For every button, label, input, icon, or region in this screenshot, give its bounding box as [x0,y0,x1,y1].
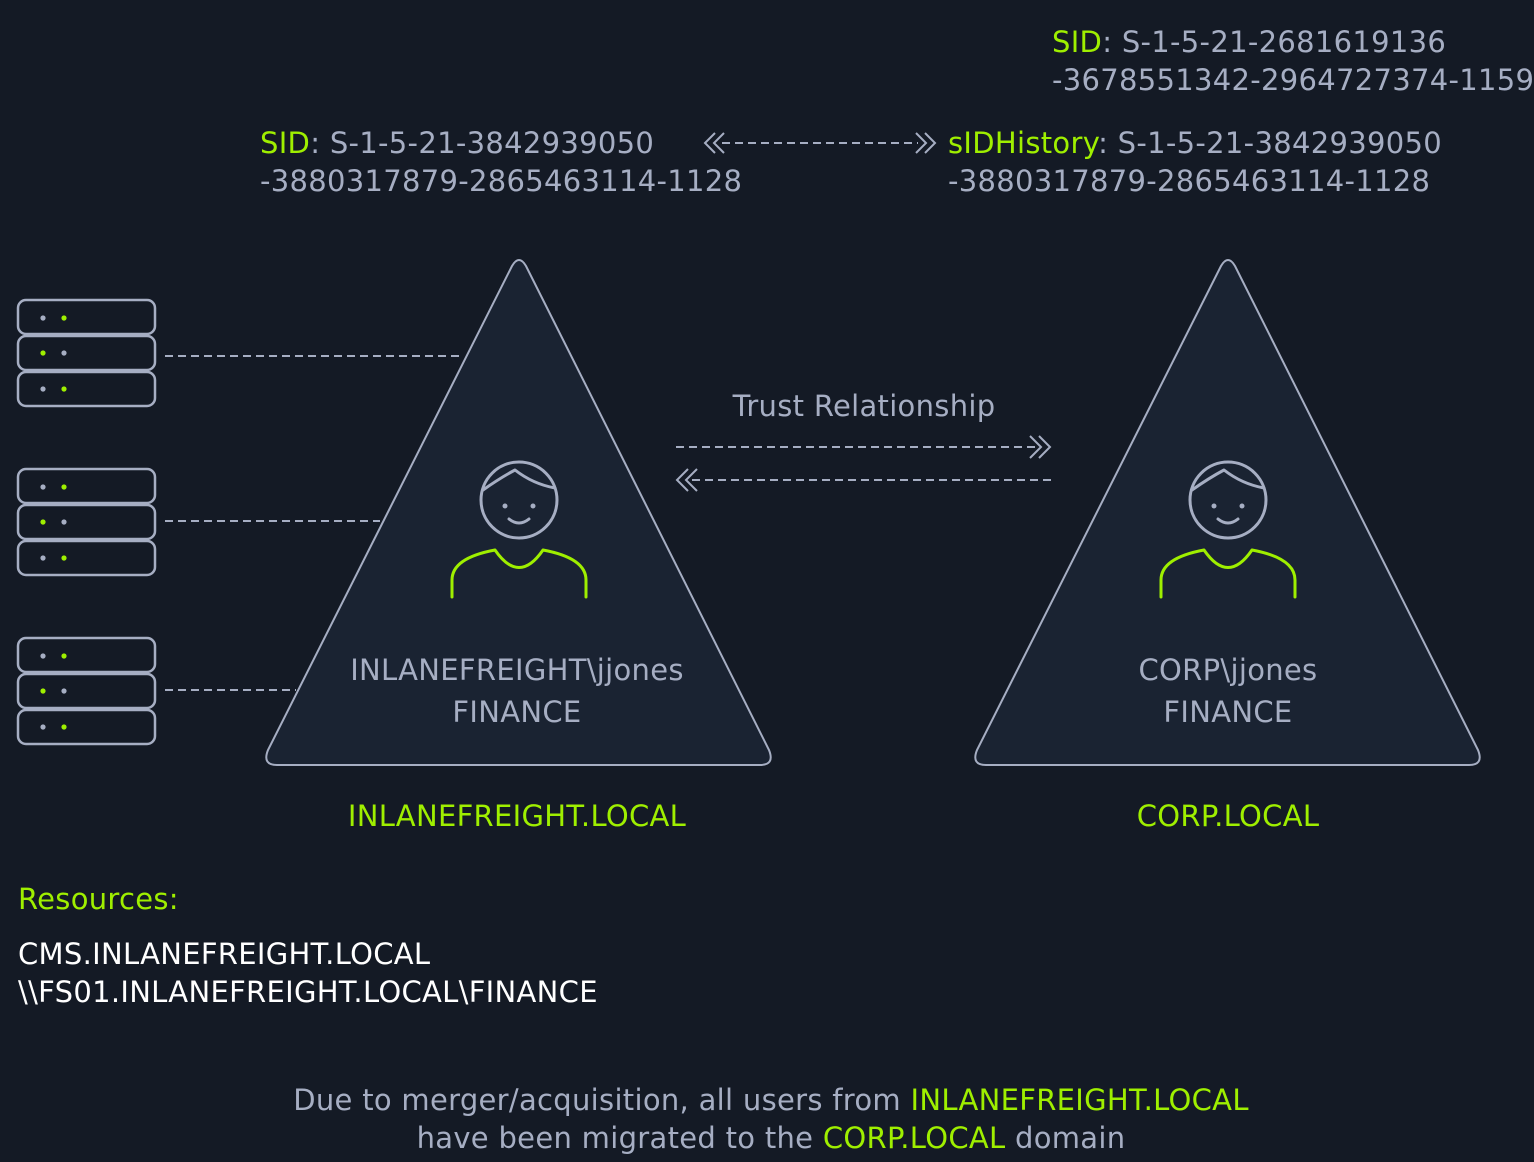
corp-domain-triangle [974,259,1481,766]
corp-user-label: CORP\jjones [1138,653,1318,687]
inlane-group-label: FINANCE [452,695,582,729]
server-stack-icon [16,467,157,577]
user-icon [1159,460,1297,599]
corp-sid-sep: : [1102,25,1113,59]
footer-line-2: have been migrated to the CORP.LOCAL dom… [0,1119,1534,1157]
sid-mapping-arrow-icon [703,132,937,154]
corp-sid-value-2: -3678551342-2964727374-1159 [1052,63,1534,97]
corp-sid-label: SID [1052,25,1103,59]
inlane-sid-sep: : [310,126,321,160]
corp-group-label: FINANCE [1163,695,1293,729]
sid-history-value-1: S-1-5-21-3842939050 [1117,126,1442,160]
inlane-domain-name: INLANEFREIGHT.LOCAL [347,799,687,833]
footer-line2-text: have been migrated to the [416,1121,823,1155]
inlanefreight-domain-triangle [265,259,772,766]
corp-domain-name: CORP.LOCAL [1136,799,1320,833]
resource-item: \\FS01.INLANEFREIGHT.LOCAL\FINANCE [18,975,598,1009]
footer-line1-domain: INLANEFREIGHT.LOCAL [910,1083,1249,1117]
inlane-sid-value-2: -3880317879-2865463114-1128 [260,164,743,198]
sid-history-label: sIDHistory [948,126,1099,160]
user-icon [450,460,588,599]
footer-line-1: Due to merger/acquisition, all users fro… [0,1081,1534,1119]
sid-history-value-2: -3880317879-2865463114-1128 [948,164,1431,198]
sid-history-line1: sIDHistory: S-1-5-21-3842939050 [948,124,1442,162]
inlane-user-label: INLANEFREIGHT\jjones [350,653,684,687]
trust-relationship-label: Trust Relationship [732,389,996,423]
resources-heading: Resources: [18,882,179,916]
footer-line2-suffix: domain [1005,1121,1126,1155]
server-connector-lines [165,355,462,691]
footer-line2-domain: CORP.LOCAL [822,1121,1006,1155]
trust-arrow-icon [675,435,1052,492]
resource-item: CMS.INLANEFREIGHT.LOCAL [18,937,431,971]
inlane-sid-line1: SID: S-1-5-21-3842939050 [260,124,654,162]
server-stack-icon [16,636,157,746]
corp-sid-line1: SID: S-1-5-21-2681619136 [1052,23,1446,61]
corp-sid-value-1: S-1-5-21-2681619136 [1121,25,1447,59]
server-stack-icon [16,298,157,408]
sid-history-sep: : [1098,126,1109,160]
inlane-sid-value-1: S-1-5-21-3842939050 [329,126,655,160]
footer-line1-text: Due to merger/acquisition, all users fro… [293,1083,911,1117]
inlane-sid-label: SID [260,126,311,160]
